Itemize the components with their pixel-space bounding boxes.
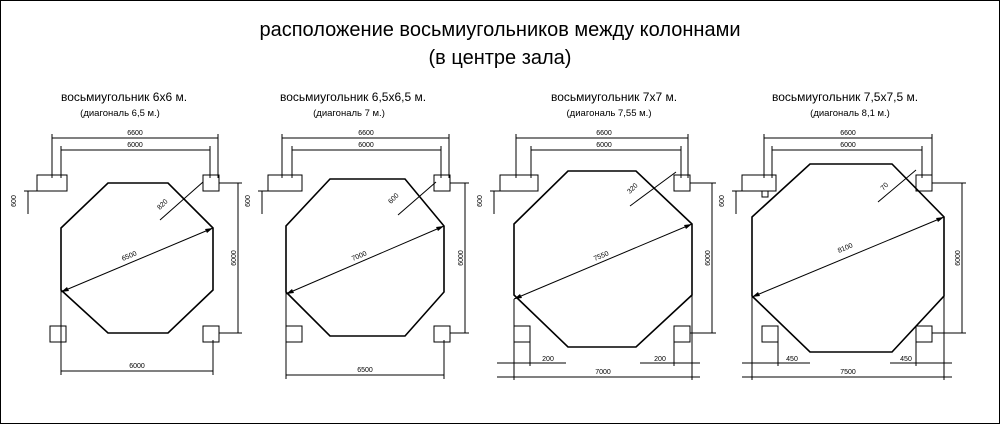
column: [202, 325, 220, 343]
column: [433, 174, 451, 192]
panel-4-diagonal: (диагональ 8,1 м.): [810, 108, 890, 119]
dim-top-outer: 6600: [840, 130, 856, 137]
dim-offset-left: 200: [542, 356, 554, 363]
panel-2: восьмиугольник 6,5х6,5 м. (диагональ 7 м…: [245, 90, 469, 379]
title-line-1: расположение восьмиугольников между коло…: [259, 19, 741, 41]
dim-side: 6000: [458, 250, 465, 266]
column: [49, 325, 67, 343]
column: [761, 325, 779, 343]
diagonal-line: [751, 216, 945, 298]
octagon: [513, 170, 693, 348]
dim-diagonal: 7550: [593, 250, 610, 263]
corner-leader: [877, 169, 917, 203]
dim-top-outer: 6600: [127, 130, 143, 137]
panel-4-label: восьмиугольник 7,5х7,5 м.: [772, 90, 918, 104]
dim-left: 600: [477, 195, 484, 207]
dim-top-inner: 6000: [358, 142, 374, 149]
dim-side: 6000: [955, 250, 962, 266]
diagonal-line: [285, 225, 445, 295]
dim-side: 6000: [705, 250, 712, 266]
panel-1-diagonal: (диагональ 6,5 м.): [80, 108, 160, 119]
dim-bottom: 7500: [840, 369, 856, 376]
dim-corner: 600: [387, 192, 400, 205]
panel-3: восьмиугольник 7х7 м. (диагональ 7,55 м.…: [477, 90, 716, 380]
dim-bottom: 7000: [595, 369, 611, 376]
octagon: [751, 163, 945, 353]
diagonal-line: [513, 223, 693, 300]
panel-2-diagonal: (диагональ 7 м.): [313, 108, 385, 119]
dim-offset-right: 200: [654, 356, 666, 363]
dim-diagonal: 8100: [837, 242, 854, 255]
dim-offset-right: 450: [900, 356, 912, 363]
panel-4: восьмиугольник 7,5х7,5 м. (диагональ 8,1…: [719, 90, 966, 380]
diagonal-line: [60, 227, 214, 293]
dim-left: 600: [245, 195, 252, 207]
column: [433, 325, 451, 343]
column: [741, 174, 777, 192]
column: [267, 174, 303, 192]
dim-left: 600: [11, 195, 18, 207]
dim-corner: 820: [156, 198, 169, 211]
column: [673, 325, 691, 343]
octagon: [60, 182, 214, 334]
dim-bottom: 6500: [357, 367, 373, 374]
corner-leader: [397, 181, 437, 216]
dim-top-outer: 6600: [358, 130, 374, 137]
column: [915, 174, 933, 192]
column: [202, 174, 220, 192]
column: [499, 174, 539, 192]
dim-corner: 320: [626, 182, 639, 195]
title-line-2: (в центре зала): [428, 47, 572, 69]
panel-1-label: восьмиугольник 6х6 м.: [61, 90, 187, 104]
panel-2-label: восьмиугольник 6,5х6,5 м.: [280, 90, 426, 104]
panel-3-label: восьмиугольник 7х7 м.: [551, 90, 677, 104]
corner-leader: [629, 171, 677, 207]
dim-corner: 70: [880, 182, 891, 193]
panel-1: восьмиугольник 6х6 м. (диагональ 6,5 м.)…: [11, 90, 242, 375]
dim-diagonal: 7000: [351, 250, 368, 263]
dim-top-outer: 6600: [596, 130, 612, 137]
dim-offset-left: 450: [786, 356, 798, 363]
column: [285, 325, 303, 343]
dim-top-inner: 6000: [127, 142, 143, 149]
column: [915, 325, 933, 343]
dim-bottom: 6000: [129, 363, 145, 370]
corner-leader: [159, 181, 204, 221]
column: [513, 325, 531, 343]
dim-side: 6000: [231, 250, 238, 266]
octagon: [285, 178, 445, 337]
column-marker: [761, 190, 769, 198]
dim-left: 600: [719, 195, 726, 207]
panel-3-diagonal: (диагональ 7,55 м.): [567, 108, 652, 119]
dim-top-inner: 6000: [840, 142, 856, 149]
dim-top-inner: 6000: [596, 142, 612, 149]
